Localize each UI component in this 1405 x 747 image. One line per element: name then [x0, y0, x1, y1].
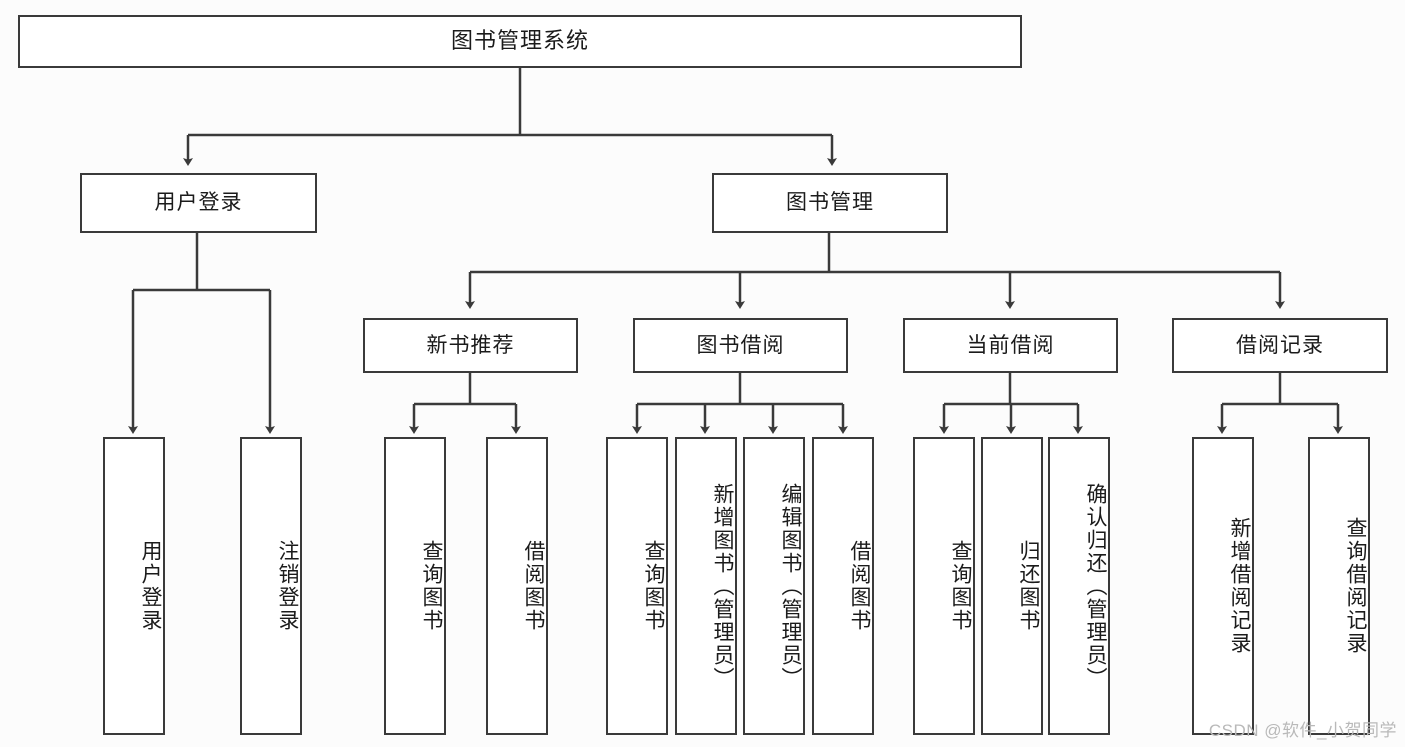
node-new-book-recommend[interactable]: 新书推荐: [363, 318, 578, 373]
node-root-book-management-system[interactable]: 图书管理系统: [18, 15, 1022, 68]
node-label: 归还图书: [1017, 540, 1040, 632]
node-label: 借阅图书: [522, 540, 545, 632]
node-label: 当前借阅: [966, 333, 1055, 357]
node-label: 新书推荐: [426, 333, 515, 357]
node-label: 用户登录: [154, 191, 243, 215]
node-label: 图书管理: [786, 191, 874, 215]
leaf-recommend-query-book[interactable]: 查询图书: [384, 437, 446, 735]
node-borrow-record[interactable]: 借阅记录: [1172, 318, 1388, 373]
node-label: 查询图书: [642, 540, 665, 632]
node-current-borrow[interactable]: 当前借阅: [903, 318, 1118, 373]
node-label: 借阅图书: [848, 540, 871, 632]
node-label: 新增借阅记录: [1228, 517, 1251, 655]
node-label: 确认归还（管理员）: [1084, 482, 1107, 690]
leaf-record-add-record[interactable]: 新增借阅记录: [1192, 437, 1254, 735]
node-label: 新增图书（管理员）: [711, 482, 734, 690]
node-label: 查询图书: [420, 540, 443, 632]
node-label: 借阅记录: [1236, 333, 1324, 357]
node-label: 注销登录: [276, 540, 299, 632]
node-label: 图书借阅: [696, 333, 785, 357]
leaf-borrow-borrow-book[interactable]: 借阅图书: [812, 437, 874, 735]
leaf-current-query-book[interactable]: 查询图书: [913, 437, 975, 735]
node-label: 查询图书: [949, 540, 972, 632]
leaf-user-login-login[interactable]: 用户登录: [103, 437, 165, 735]
leaf-current-confirm-return-admin[interactable]: 确认归还（管理员）: [1048, 437, 1110, 735]
leaf-borrow-query-book[interactable]: 查询图书: [606, 437, 668, 735]
node-label: 查询借阅记录: [1344, 517, 1367, 655]
node-label: 编辑图书（管理员）: [779, 482, 802, 690]
node-book-borrow[interactable]: 图书借阅: [633, 318, 848, 373]
leaf-borrow-add-book-admin[interactable]: 新增图书（管理员）: [675, 437, 737, 735]
node-book-management[interactable]: 图书管理: [712, 173, 948, 233]
leaf-record-query-record[interactable]: 查询借阅记录: [1308, 437, 1370, 735]
leaf-current-return-book[interactable]: 归还图书: [981, 437, 1043, 735]
watermark: CSDN @软件_小贺同学: [1208, 721, 1397, 740]
node-label: 用户登录: [139, 540, 162, 632]
leaf-borrow-edit-book-admin[interactable]: 编辑图书（管理员）: [743, 437, 805, 735]
leaf-recommend-borrow-book[interactable]: 借阅图书: [486, 437, 548, 735]
node-user-login[interactable]: 用户登录: [80, 173, 317, 233]
node-label: 图书管理系统: [450, 28, 589, 54]
leaf-user-login-logout[interactable]: 注销登录: [240, 437, 302, 735]
